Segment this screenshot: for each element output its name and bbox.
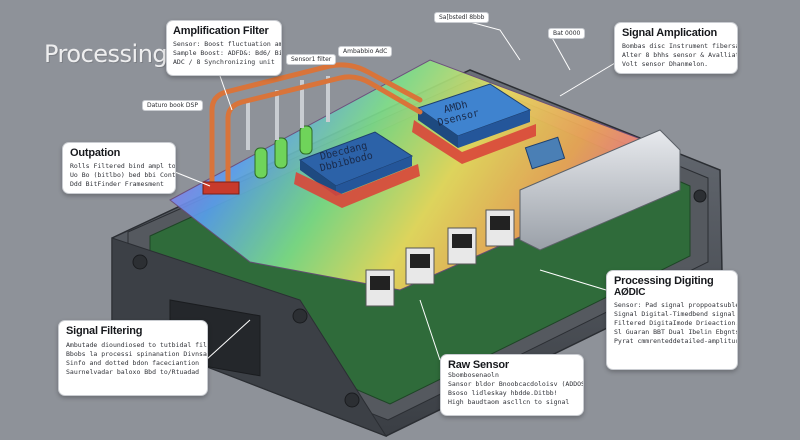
bolt — [292, 308, 308, 324]
callout-title: Raw Sensor — [448, 359, 509, 371]
pipe-clamp — [202, 181, 240, 195]
leader-lines — [169, 21, 621, 361]
small-chip — [524, 136, 566, 170]
callout-line: Pyrat cmmrenteddetailed-ampliture — [614, 337, 738, 345]
callout-line: Alter 8 bhhs sensor & Avalliation ADF — [622, 51, 737, 59]
callout-line: ADC / 8 Synchronizing unit — [173, 58, 275, 66]
callout-line: Bsoso lidleskay hbdde.Ditbb! — [448, 389, 558, 397]
tag-amp-adc: Ambabbio AdC — [338, 46, 393, 57]
callout-processing-digiting: Processing Digiting AØDIC Sensor: Pad si… — [606, 270, 738, 370]
callout-subtitle: Sbombosenaoln — [448, 371, 499, 379]
capacitors — [246, 76, 330, 179]
callout-signal-amplification: Signal Amplication Bombas disc Instrumen… — [614, 22, 738, 74]
callout-line: Volt sensor Dhanmelon. — [622, 60, 709, 68]
callout-line: Ddd BitFinder Framesment — [70, 180, 164, 188]
callout-raw-sensor: Raw Sensor Sbombosenaoln Sansor bldor Bn… — [440, 354, 584, 416]
bolt — [693, 189, 707, 203]
tag-top-center: Sa[bstedl 8bbb — [434, 12, 490, 23]
callout-line: High baudtaom ascllcn to signal — [448, 398, 570, 406]
callout-title: Outpation — [70, 147, 121, 159]
callout-line: Bombas disc Instrument fibersadedes — [622, 42, 737, 50]
tag-ground-dsp: Daturo book DSP — [142, 100, 203, 111]
heat-pipes — [209, 62, 423, 193]
tag-top-right: Bat 0000 — [548, 28, 586, 39]
relays — [365, 209, 515, 307]
bolt — [344, 392, 360, 408]
bolt — [132, 254, 148, 270]
chip-left — [294, 131, 420, 208]
chip-right — [412, 83, 536, 164]
callout-amplification-filter: Amplification Filter Sensor: Boost fluct… — [166, 20, 282, 76]
callout-signal-filtering: Signal Filtering Ambutade dioundiosed to… — [58, 320, 208, 396]
callout-title: Processing Digiting — [614, 275, 714, 287]
callout-line: Uo Bo (bitlbo) bed bbi Contra? — [70, 171, 176, 179]
callout-line: Ambutade dioundiosed to tutbidal filter — [66, 341, 208, 349]
callout-line: Sample Boost: ADFD&: Bd6/ Bit8 — [173, 49, 282, 57]
steel-rail — [519, 129, 681, 251]
callout-title: Signal Filtering — [66, 325, 143, 337]
callout-line: Sl Guaran BBT Dual Ibelin Ebgnts — [614, 328, 738, 336]
callout-line: Bbobs la processi spinanation Divnsaso — [66, 350, 208, 358]
callout-line: Sansor bldor Bnoobcacdoloisv (ADDOS) — [448, 380, 584, 388]
callout-line: Filtered DigitaImode Drieaction. — [614, 319, 738, 327]
callout-line: Sinfo and dotted bdon faceciantion — [66, 359, 200, 367]
callout-title: Signal Amplication — [622, 27, 718, 39]
callout-line: Signal Digital-Timedbend signal Unit — [614, 310, 737, 318]
callout-line: Rolls Filtered bind ampl to Diplasma — [70, 162, 176, 170]
callout-line: Saurnelvadar baloxo Bbd to/Rtuadad — [66, 368, 200, 376]
callout-line: Sensor: Boost fluctuation amplifier — [173, 40, 282, 48]
callout-title: Amplification Filter — [173, 25, 269, 37]
callout-subtitle: AØDIC — [614, 287, 646, 298]
tag-sensor-boost: Sensor1 filter — [286, 54, 337, 65]
callout-outpation: Outpation Rolls Filtered bind ampl to Di… — [62, 142, 176, 194]
callout-line: Sensor: Pad signal proppoatsuble ADC — [614, 301, 738, 309]
